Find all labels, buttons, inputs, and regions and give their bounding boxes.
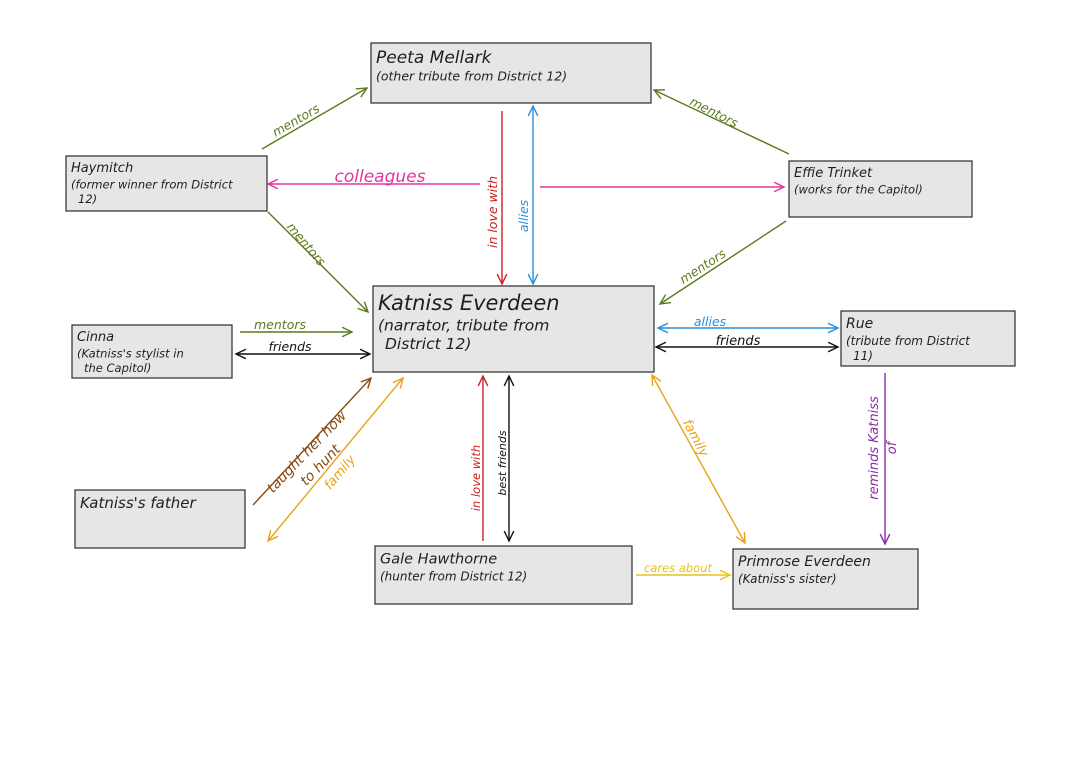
node-desc-haymitch-0: (former winner from District bbox=[71, 178, 233, 192]
edge-gale-prim-cares bbox=[636, 569, 732, 581]
node-desc-katniss-0: (narrator, tribute from bbox=[378, 317, 549, 335]
edge-katniss-prim-family bbox=[651, 373, 746, 545]
edge-label-katniss-prim-family: family bbox=[679, 417, 711, 460]
edge-label-katniss-rue-allies: allies bbox=[694, 314, 727, 329]
edge-father-katniss-taught bbox=[252, 376, 373, 506]
edge-label-text-cinna-katniss-mentors: mentors bbox=[254, 317, 306, 332]
node-desc-cinna-0: (Katniss's stylist in bbox=[77, 347, 184, 361]
edge-label-text-katniss-rue-allies: allies bbox=[694, 314, 727, 329]
node-name-katniss: Katniss Everdeen bbox=[378, 291, 560, 315]
node-box-prim bbox=[732, 548, 919, 610]
edge-effie-peeta-mentors bbox=[652, 89, 790, 155]
node-box-effie bbox=[788, 160, 973, 218]
node-desc-haymitch-1: 12) bbox=[78, 192, 97, 206]
edges-layer bbox=[234, 87, 891, 581]
node-box-cinna bbox=[71, 324, 233, 379]
edge-label-text-cinna-katniss-friends: friends bbox=[268, 339, 312, 354]
node-name-rue: Rue bbox=[846, 316, 873, 332]
edge-label-cinna-katniss-friends: friends bbox=[268, 339, 312, 354]
node-name-haymitch: Haymitch bbox=[71, 161, 133, 176]
node-name-gale: Gale Hawthorne bbox=[380, 552, 497, 568]
node-desc-rue-1: 11) bbox=[853, 349, 873, 363]
edge-label-text-effie-katniss-mentors: mentors bbox=[677, 246, 729, 287]
node-effie: Effie Trinket (works for the Capitol) bbox=[788, 160, 973, 218]
edge-label-gale-katniss-love: in love with bbox=[469, 445, 483, 511]
node-katniss: Katniss Everdeen (narrator, tribute fromD… bbox=[372, 285, 655, 373]
edge-peeta-katniss-love bbox=[496, 111, 508, 286]
edge-label-gale-prim-cares: cares about bbox=[644, 561, 712, 575]
edge-label-haymitch-peeta-mentors: mentors bbox=[269, 100, 322, 139]
edge-label-cinna-katniss-mentors: mentors bbox=[254, 317, 306, 332]
node-name-cinna: Cinna bbox=[77, 330, 114, 345]
edge-effie-katniss-mentors bbox=[658, 220, 787, 305]
edge-label-effie-katniss-mentors: mentors bbox=[677, 246, 729, 287]
edge-cinna-katniss-mentors bbox=[240, 326, 354, 338]
edge-label-text-gale-katniss-love: in love with bbox=[469, 445, 483, 511]
node-desc-cinna-1: the Capitol) bbox=[84, 361, 151, 375]
edge-label-text-haymitch-peeta-mentors: mentors bbox=[269, 100, 322, 139]
edge-haymitch-effie-colleagues bbox=[266, 178, 786, 193]
node-father: Katniss's father bbox=[74, 489, 246, 549]
edge-label-effie-peeta-mentors: mentors bbox=[687, 94, 741, 131]
node-desc-gale-0: (hunter from District 12) bbox=[380, 570, 527, 584]
node-desc-effie-0: (works for the Capitol) bbox=[794, 183, 923, 197]
edge-peeta-katniss-allies bbox=[527, 104, 539, 286]
edge-label-peeta-katniss-allies: allies bbox=[516, 199, 531, 232]
node-desc-prim-0: (Katniss's sister) bbox=[738, 572, 837, 586]
node-name-prim: Primrose Everdeen bbox=[738, 554, 871, 570]
edge-label-text-gale-prim-cares: cares about bbox=[644, 561, 712, 575]
edge-label-gale-katniss-best-friends: best friends bbox=[496, 430, 509, 495]
node-name-effie: Effie Trinket bbox=[794, 166, 873, 181]
edge-father-katniss-family bbox=[266, 376, 405, 543]
node-desc-katniss-1: District 12) bbox=[385, 335, 471, 353]
edge-cinna-katniss-friends bbox=[234, 348, 372, 360]
node-peeta: Peeta Mellark(other tribute from Distric… bbox=[370, 42, 652, 104]
edge-haymitch-katniss-mentors bbox=[267, 211, 370, 314]
edge-label-text-katniss-rue-friends: friends bbox=[716, 334, 761, 349]
node-prim: Primrose Everdeen (Katniss's sister) bbox=[732, 548, 919, 610]
edge-label-line-rue-prim-reminds-1: of bbox=[885, 439, 900, 454]
node-desc-peeta-0: (other tribute from District 12) bbox=[376, 69, 567, 84]
edge-haymitch-peeta-mentors bbox=[261, 87, 369, 150]
edge-katniss-rue-friends bbox=[654, 341, 840, 353]
edge-label-katniss-rue-friends: friends bbox=[716, 334, 761, 349]
node-box-rue bbox=[840, 310, 1016, 367]
edge-label-text-effie-peeta-mentors: mentors bbox=[687, 94, 741, 131]
node-gale: Gale Hawthorne (hunter from District 12) bbox=[374, 545, 633, 605]
edge-gale-katniss-love bbox=[477, 374, 489, 541]
edge-label-text-peeta-katniss-allies: allies bbox=[516, 199, 531, 232]
edge-label-text-haymitch-effie-colleagues: colleagues bbox=[335, 167, 426, 187]
node-name-peeta: Peeta Mellark bbox=[376, 48, 493, 68]
nodes-layer: Peeta Mellark(other tribute from Distric… bbox=[65, 42, 1016, 610]
edge-label-line-rue-prim-reminds-0: reminds Katniss bbox=[867, 396, 882, 500]
edge-label-text-katniss-prim-family: family bbox=[679, 417, 711, 460]
edge-label-text-peeta-katniss-love: in love with bbox=[485, 176, 500, 248]
node-box-haymitch bbox=[65, 155, 268, 212]
edge-label-haymitch-effie-colleagues: colleagues bbox=[335, 167, 426, 187]
edge-rue-prim-reminds bbox=[879, 373, 891, 546]
edge-label-haymitch-katniss-mentors: mentors bbox=[284, 219, 329, 269]
edge-gale-katniss-best-friends bbox=[503, 374, 515, 543]
node-box-gale bbox=[374, 545, 633, 605]
edge-label-text-haymitch-katniss-mentors: mentors bbox=[284, 219, 329, 269]
node-box-father bbox=[74, 489, 246, 549]
node-name-father: Katniss's father bbox=[80, 494, 196, 512]
node-box-katniss bbox=[372, 285, 655, 373]
edge-label-text-gale-katniss-best-friends: best friends bbox=[496, 430, 509, 495]
node-desc-rue-0: (tribute from District bbox=[846, 334, 971, 348]
edge-katniss-rue-allies bbox=[656, 322, 840, 334]
node-box-peeta bbox=[370, 42, 652, 104]
edge-label-peeta-katniss-love: in love with bbox=[485, 176, 500, 248]
